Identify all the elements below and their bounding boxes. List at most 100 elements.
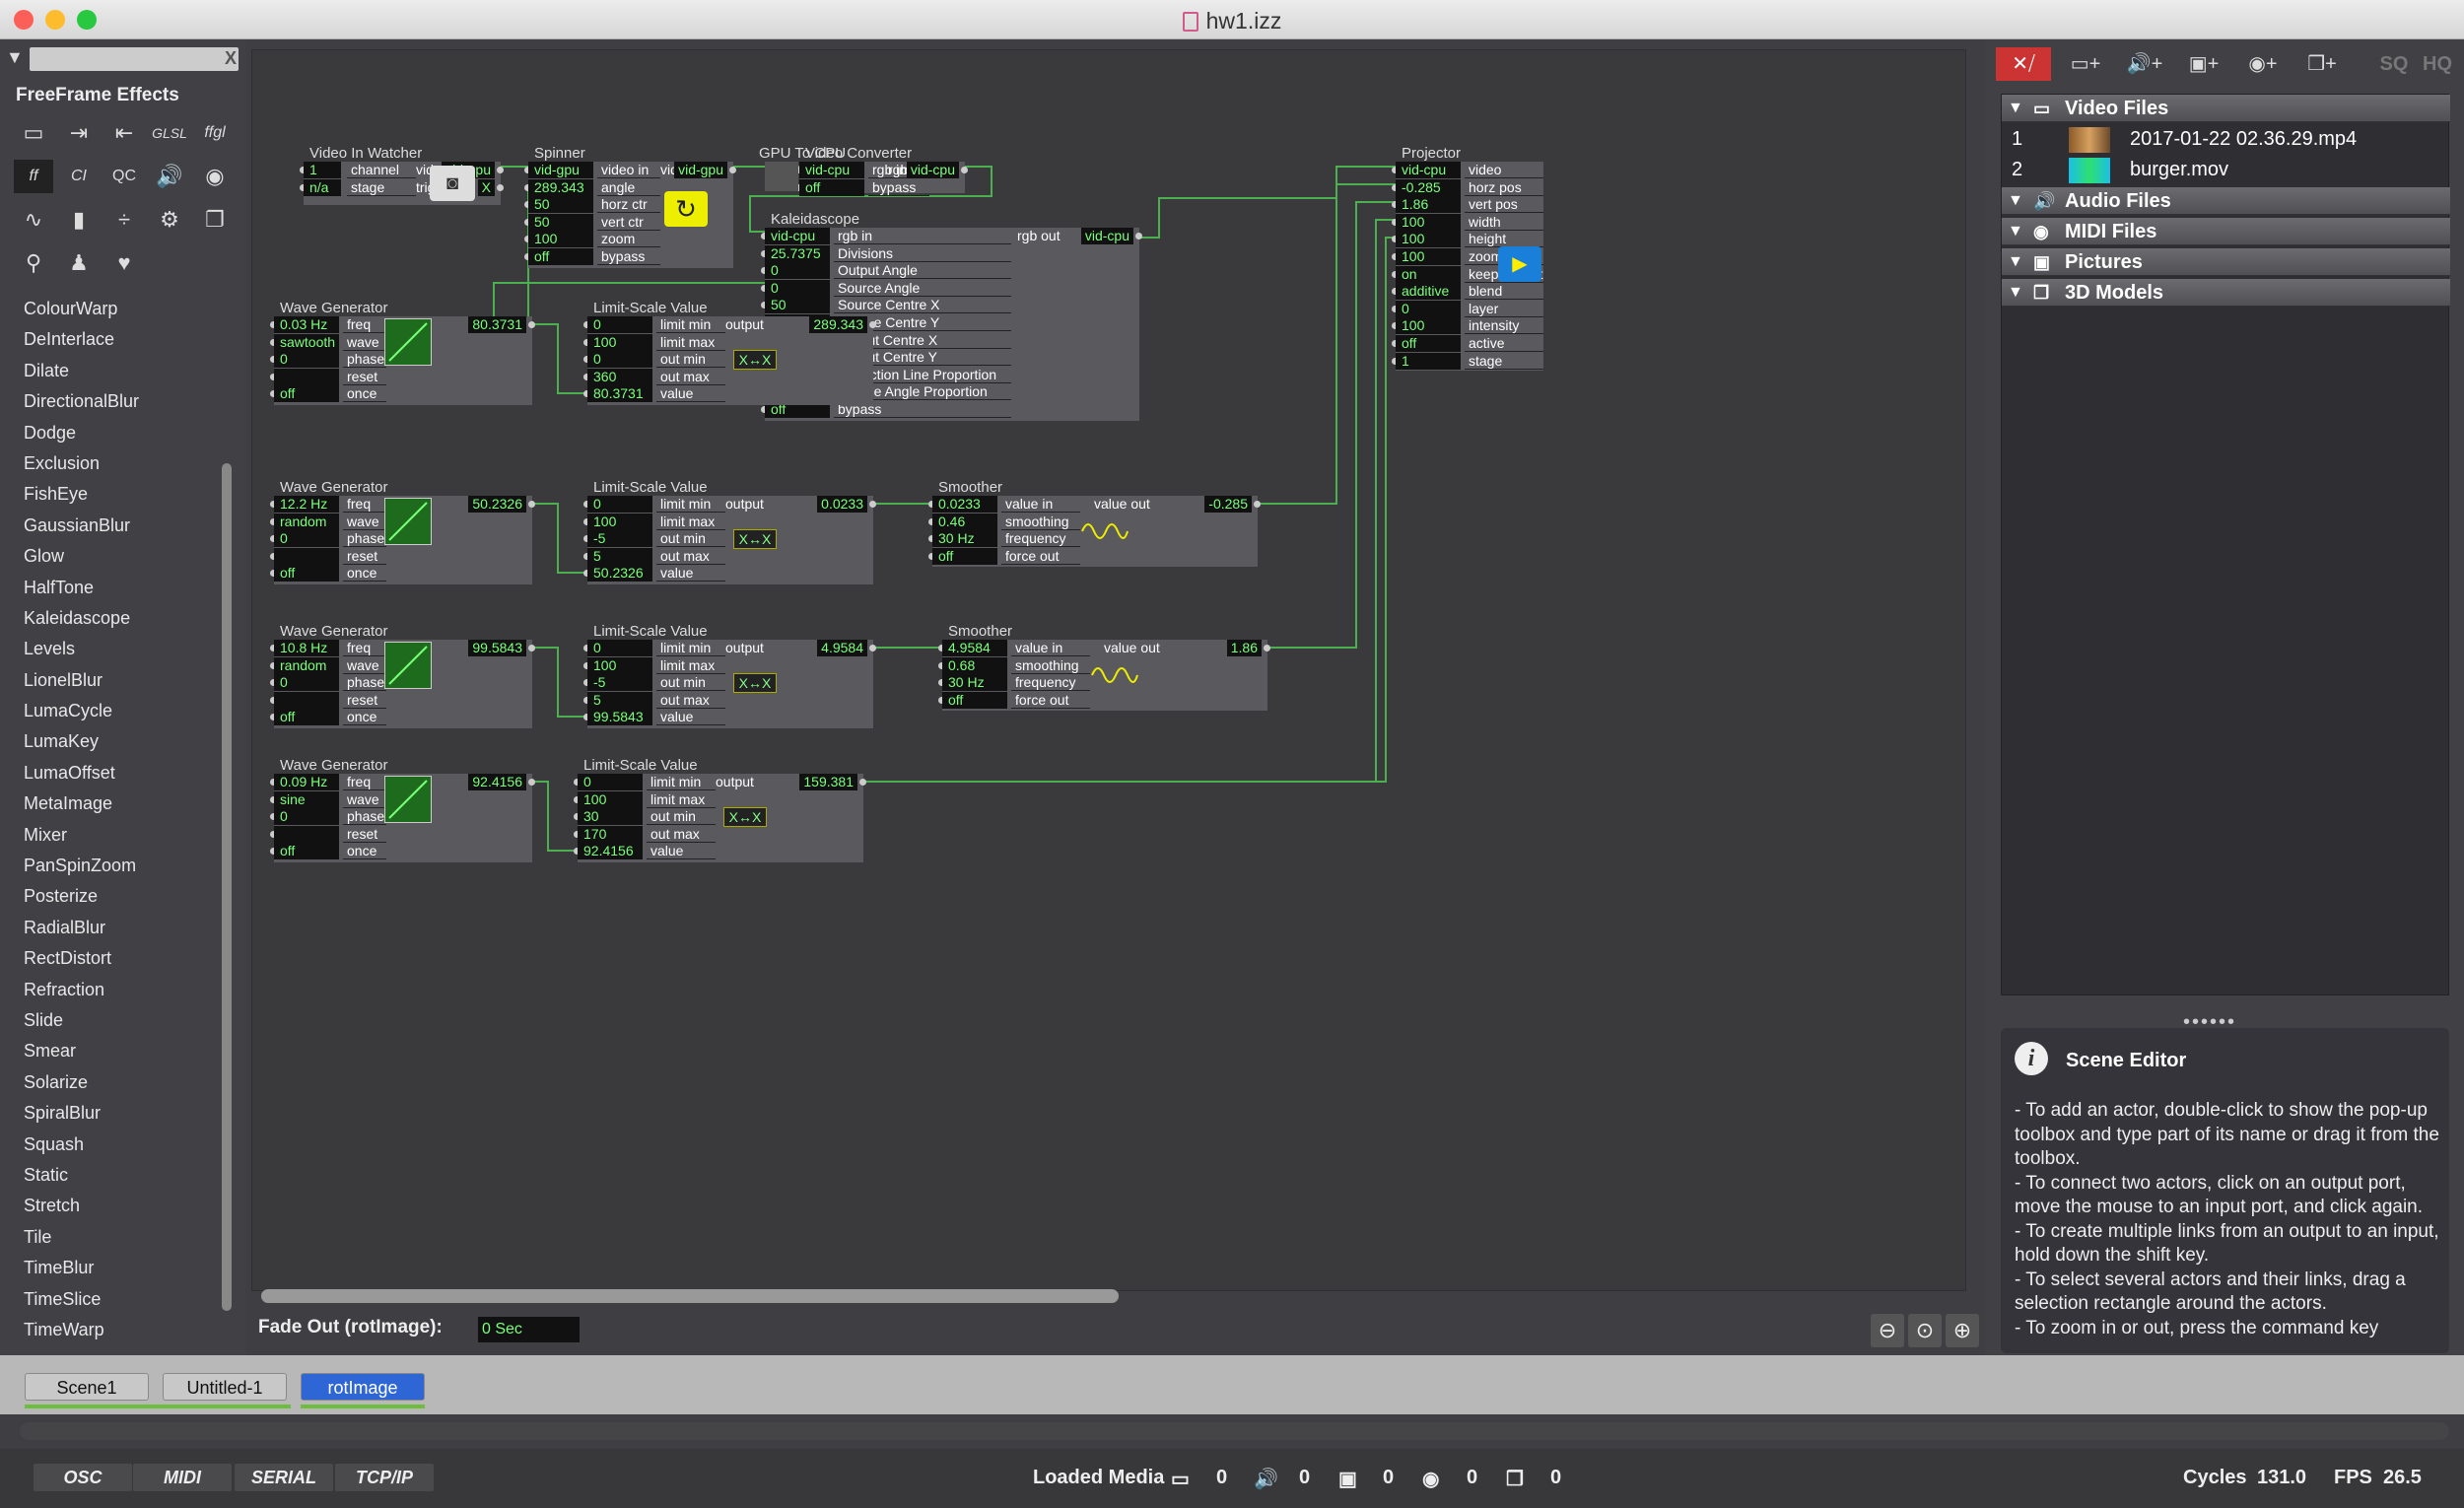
input-port-dot[interactable] (270, 645, 277, 651)
actor-gpu-to-cpu[interactable]: GPU To CPU (759, 145, 846, 191)
input-value[interactable]: off (765, 401, 830, 418)
input-value[interactable]: 0.0233 (932, 496, 997, 513)
output-port-dot[interactable] (528, 501, 535, 508)
input-value[interactable]: 289.343 (528, 178, 593, 196)
toolbox-search-input[interactable]: X (30, 47, 239, 71)
input-value[interactable]: 12.2 Hz (274, 496, 339, 513)
input-value[interactable]: random (274, 513, 339, 530)
input-port-dot[interactable] (270, 373, 277, 380)
input-port-dot[interactable] (270, 830, 277, 838)
input-value[interactable]: 0.68 (942, 656, 1007, 674)
input-value[interactable]: off (274, 565, 339, 583)
output-value[interactable]: 99.5843 (468, 640, 526, 656)
input-port-dot[interactable] (583, 390, 590, 398)
input-port-dot[interactable] (583, 661, 590, 669)
tab-untitled-1[interactable]: Untitled-1 (163, 1373, 287, 1401)
effect-item[interactable]: LumaKey (24, 731, 100, 752)
output-value[interactable]: 159.381 (799, 774, 857, 790)
input-value[interactable]: 30 Hz (942, 674, 1007, 692)
input-port-dot[interactable] (583, 645, 590, 651)
output-value[interactable]: -0.285 (1204, 496, 1252, 513)
add-picture-icon[interactable]: ▣+ (2188, 53, 2220, 75)
input-port-dot[interactable] (583, 321, 590, 328)
input-port-dot[interactable] (1392, 288, 1399, 296)
input-port-dot[interactable] (270, 679, 277, 687)
input-port-dot[interactable] (1392, 236, 1399, 243)
input-value[interactable]: -5 (587, 674, 652, 692)
output-port-dot[interactable] (1264, 645, 1270, 651)
close-window-button[interactable] (14, 10, 34, 30)
output-value[interactable]: 0.0233 (817, 496, 867, 513)
input-port-dot[interactable] (524, 183, 531, 191)
input-port-dot[interactable] (270, 552, 277, 560)
input-value[interactable]: 0 (1396, 300, 1461, 317)
input-value[interactable]: 0 (274, 351, 339, 369)
effect-item[interactable]: Levels (24, 639, 76, 659)
input-value[interactable]: 50 (528, 213, 593, 231)
input-value[interactable] (274, 368, 339, 385)
effect-item[interactable]: DirectionalBlur (24, 391, 140, 412)
zoom-window-button[interactable] (77, 10, 97, 30)
input-port-dot[interactable] (574, 848, 581, 856)
sound-icon[interactable]: 🔊 (156, 164, 183, 188)
ffgl-icon[interactable]: ffgl (204, 124, 226, 141)
mouse-icon[interactable]: ▮ (72, 207, 86, 232)
effect-item[interactable]: SpiralBlur (24, 1103, 102, 1124)
osc-button[interactable]: OSC (34, 1464, 132, 1491)
patch-wire[interactable] (532, 781, 578, 852)
input-port-dot[interactable] (300, 167, 307, 173)
add-midi-icon[interactable]: ◉+ (2248, 53, 2278, 75)
effect-item[interactable]: Kaleidascope (24, 607, 131, 628)
output-value[interactable]: 4.9584 (817, 640, 867, 656)
fade-out-value[interactable]: 0 Sec (478, 1317, 580, 1342)
effect-item[interactable]: RadialBlur (24, 917, 106, 937)
patch-wire[interactable] (749, 166, 992, 233)
effect-item[interactable]: RectDistort (24, 948, 112, 969)
input-value[interactable]: 1.86 (1396, 196, 1461, 214)
input-value[interactable]: 50 (528, 196, 593, 214)
input-port-dot[interactable] (270, 696, 277, 704)
media-section-midi[interactable]: ▼◉MIDI Files (2002, 218, 2450, 245)
effect-item[interactable]: LumaOffset (24, 762, 115, 783)
input-port-dot[interactable] (1392, 167, 1399, 173)
patch-wire[interactable] (863, 219, 1396, 783)
effect-item[interactable]: TimeWarp (24, 1319, 104, 1339)
glsl-icon[interactable]: GLSL (152, 125, 187, 141)
canvas-horizontal-scrollbar[interactable] (261, 1289, 1119, 1303)
effect-item[interactable]: GaussianBlur (24, 514, 131, 535)
media-section-3d[interactable]: ▼❒3D Models (2002, 279, 2450, 307)
output-port-dot[interactable] (528, 645, 535, 651)
input-value[interactable]: random (274, 656, 339, 674)
antenna-icon[interactable]: ⚲ (25, 250, 42, 275)
video-in-icon[interactable]: ⇥ (69, 120, 89, 145)
media-section-audio[interactable]: ▼🔊Audio Files (2002, 187, 2450, 215)
input-port-dot[interactable] (583, 338, 590, 346)
effect-item[interactable]: PanSpinZoom (24, 856, 137, 876)
input-port-dot[interactable] (270, 535, 277, 543)
input-port-dot[interactable] (583, 570, 590, 578)
input-value[interactable]: 100 (1396, 248, 1461, 265)
effect-item[interactable]: Stretch (24, 1196, 81, 1216)
input-value[interactable]: 0 (765, 279, 830, 297)
input-value[interactable]: off (528, 248, 593, 265)
input-port-dot[interactable] (583, 696, 590, 704)
minimize-window-button[interactable] (45, 10, 65, 30)
input-value[interactable]: 80.3731 (587, 385, 652, 403)
input-value[interactable]: n/a (304, 178, 341, 196)
output-port-dot[interactable] (869, 321, 876, 328)
input-value[interactable]: off (274, 385, 339, 403)
input-port-dot[interactable] (583, 373, 590, 380)
input-value[interactable]: 0 (274, 530, 339, 548)
patch-wire[interactable] (532, 647, 587, 718)
input-value[interactable]: 5 (587, 691, 652, 709)
add-sound-icon[interactable]: 🔊+ (2126, 53, 2163, 75)
input-port-dot[interactable] (524, 201, 531, 209)
